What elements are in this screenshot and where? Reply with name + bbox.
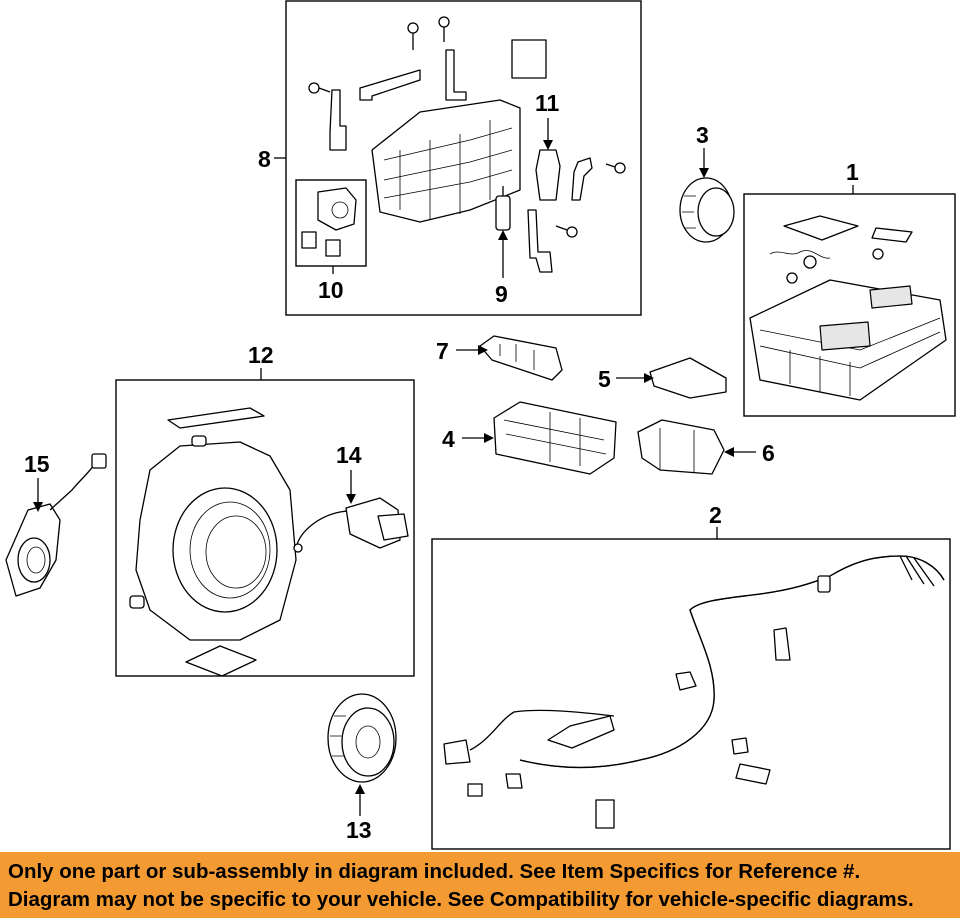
part-10-frame: [295, 179, 367, 267]
part-2-frame: [431, 538, 951, 850]
callout-12: 12: [248, 342, 274, 368]
disclaimer-banner: Only one part or sub-assembly in diagram…: [0, 852, 960, 918]
disclaimer-line-2: Diagram may not be specific to your vehi…: [8, 888, 914, 911]
callout-9: 9: [495, 281, 508, 307]
callout-2: 2: [709, 502, 722, 528]
callout-1: 1: [846, 159, 859, 185]
part-12-frame: [115, 379, 415, 677]
part-8-bolts: [308, 16, 626, 238]
callout-14: 14: [336, 442, 362, 468]
part-15-sensor: [5, 453, 107, 597]
parts-diagram: 1 2 3 4 5 6 7 8 9 10 11 12 13 14 15: [5, 0, 956, 850]
part-12-group: [115, 368, 415, 677]
callout-13: 13: [346, 817, 372, 843]
disclaimer-line-1: Only one part or sub-assembly in diagram…: [8, 860, 861, 883]
part-1-group: [743, 185, 956, 417]
part-2-group: [431, 527, 951, 850]
callout-7: 7: [436, 338, 449, 364]
part-8-module: [371, 99, 521, 223]
part-7-bracket: [456, 335, 563, 381]
part-13-rotor: [327, 693, 397, 816]
part-8-group: [274, 0, 642, 316]
part-3-collar: [679, 148, 735, 243]
part-10-relay: [317, 187, 357, 231]
callout-8: 8: [258, 146, 271, 172]
part-4-module: [462, 401, 617, 475]
part-6-module: [637, 419, 756, 475]
callout-3: 3: [696, 122, 709, 148]
callout-11: 11: [535, 90, 560, 116]
part-1-cover: [783, 215, 859, 241]
part-9-connector: [495, 186, 511, 278]
part-1-frame: [743, 193, 956, 417]
callout-10: 10: [318, 277, 344, 303]
callout-5: 5: [598, 366, 611, 392]
part-5-module: [616, 357, 727, 399]
callout-15: 15: [24, 451, 50, 477]
callout-4: 4: [442, 426, 455, 452]
part-11-sensor: [535, 118, 561, 201]
part-10-group: [295, 179, 367, 274]
part-14-harness: [293, 470, 409, 553]
callout-6: 6: [762, 440, 775, 466]
